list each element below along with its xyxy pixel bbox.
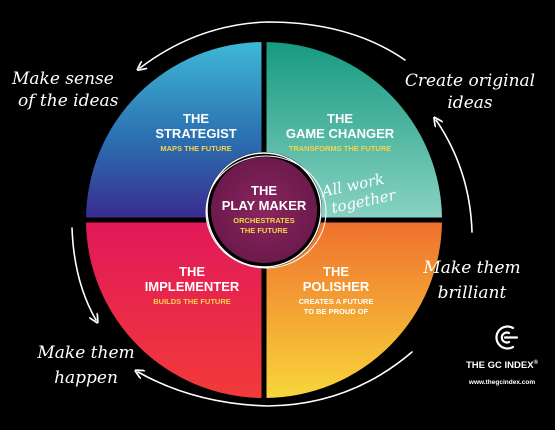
strategist-title-1: THE — [183, 111, 209, 126]
arrow-right-arc — [436, 120, 473, 233]
brand-name: THE GC INDEX — [466, 360, 534, 371]
polisher-label: THE POLISHER CREATES A FUTURE TO BE PROU… — [299, 264, 374, 316]
play-maker-label: THE PLAY MAKER ORCHESTRATES THE FUTURE — [222, 183, 307, 235]
annotation-top-right-2: ideas — [447, 93, 493, 113]
play-maker-subtitle-1: ORCHESTRATES — [233, 216, 295, 225]
implementer-label: THE IMPLEMENTER BUILDS THE FUTURE — [145, 264, 240, 306]
play-maker-title-2: PLAY MAKER — [222, 198, 307, 213]
annotation-top-left-1: Make sense — [11, 69, 114, 89]
center-ring-1 — [206, 152, 322, 268]
polisher-title-2: POLISHER — [303, 279, 370, 294]
center-circle — [205, 152, 327, 269]
strategist-title-2: STRATEGIST — [155, 126, 236, 141]
strategist-subtitle: MAPS THE FUTURE — [160, 144, 231, 153]
annotation-top-left-2: of the ideas — [18, 91, 119, 111]
annotation-mid-right-1: Make them — [422, 258, 520, 278]
game-changer-title-2: GAME CHANGER — [286, 126, 395, 141]
polisher-subtitle-1: CREATES A FUTURE — [299, 297, 374, 306]
svg-text:THE GC INDEX®: THE GC INDEX® — [466, 359, 539, 371]
annotation-mid-right: Make them brilliant — [422, 258, 520, 303]
quadrant-implementer — [86, 220, 264, 398]
polisher-title-1: THE — [323, 264, 349, 279]
strategist-label: THE STRATEGIST MAPS THE FUTURE — [155, 111, 236, 153]
annotation-top-left: Make sense of the ideas — [11, 69, 119, 111]
implementer-title-1: THE — [179, 264, 205, 279]
brand-reg-mark: ® — [534, 359, 539, 366]
game-changer-label: THE GAME CHANGER TRANSFORMS THE FUTURE — [286, 111, 395, 153]
game-changer-title-1: THE — [327, 111, 353, 126]
quadrant-polisher — [264, 220, 442, 398]
annotation-top-right-1: Create original — [405, 71, 535, 91]
center-fill — [211, 157, 317, 263]
arrow-bottom-arc — [138, 351, 413, 407]
annotation-bottom-left-1: Make them — [36, 343, 134, 363]
play-maker-subtitle-2: THE FUTURE — [240, 226, 288, 235]
game-changer-subtitle: TRANSFORMS THE FUTURE — [289, 144, 392, 153]
brand-block: THE GC INDEX® www.thegcindex.com — [466, 325, 539, 386]
arrow-left-arc — [71, 227, 96, 320]
polisher-subtitle-2: TO BE PROUD OF — [304, 307, 369, 316]
annotation-mid-right-2: brilliant — [438, 283, 507, 303]
play-maker-title-1: THE — [251, 183, 277, 198]
annotation-top-right: Create original ideas — [405, 71, 535, 113]
annotation-bottom-left: Make them happen — [36, 343, 134, 388]
gc-logo-icon — [495, 325, 519, 350]
brand-url: www.thegcindex.com — [468, 379, 535, 386]
center-ring-2 — [205, 155, 327, 269]
implementer-title-2: IMPLEMENTER — [145, 279, 240, 294]
annotation-bottom-left-2: happen — [54, 368, 118, 388]
arrow-top-arc — [140, 21, 406, 68]
cycle-arrows — [71, 21, 473, 407]
implementer-subtitle: BUILDS THE FUTURE — [153, 297, 231, 306]
